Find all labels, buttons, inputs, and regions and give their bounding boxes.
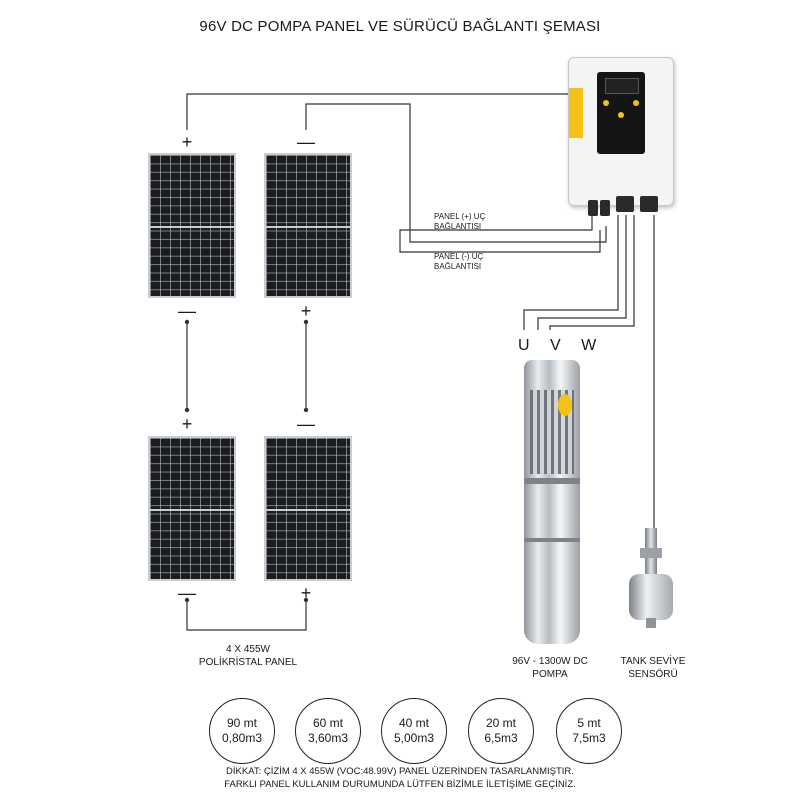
panel-caption-line1: 4 X 455W <box>226 644 270 655</box>
diagram-title: 96V DC POMPA PANEL VE SÜRÜCÜ BAĞLANTI ŞE… <box>199 18 601 35</box>
controller-button-icon <box>633 100 639 106</box>
performance-circle-5: 5 mt 7,5m3 <box>556 698 622 764</box>
warning-note-line2: FARKLI PANEL KULLANIM DURUMUNDA LÜTFEN B… <box>224 779 576 790</box>
sensor-caption-line1: TANK SEVİYE <box>620 656 686 667</box>
pump-band <box>524 478 580 484</box>
panel-caption-line2: POLİKRİSTAL PANEL <box>198 657 298 668</box>
cable-gland-icon <box>588 200 598 216</box>
solar-panel-4 <box>264 436 352 581</box>
float-sensor-icon <box>629 574 673 620</box>
panel-1-bottom-terminal: — <box>178 301 196 321</box>
solar-panel-3 <box>148 436 236 581</box>
controller-accent-stripe <box>569 88 583 138</box>
sensor-caption-line2: SENSÖRÜ <box>628 669 678 680</box>
pump-band <box>524 538 580 542</box>
wire-motor-v <box>537 215 627 330</box>
performance-circle-60: 60 mt 3,60m3 <box>295 698 361 764</box>
head-value: 90 mt <box>226 716 257 730</box>
pump-controller <box>568 57 674 206</box>
wire-panel-plus <box>186 93 601 253</box>
controller-panel <box>597 72 645 154</box>
panel-1-top-terminal: + <box>181 132 193 152</box>
head-value: 5 mt <box>577 716 601 730</box>
sensor-tip <box>646 618 656 628</box>
panel-plus-label-line2: BAĞLANTISI <box>434 222 482 231</box>
pump-caption-line1: 96V - 1300W DC <box>512 656 588 667</box>
pump-caption-line2: POMPA <box>532 669 568 680</box>
head-value: 20 mt <box>485 716 516 730</box>
wire-motor-w <box>549 215 635 330</box>
controller-button-icon <box>603 100 609 106</box>
panel-minus-label: PANEL (-) UÇ BAĞLANTISI <box>434 252 483 272</box>
warning-note: DİKKAT: ÇİZİM 4 X 455W (VOC:48.99V) PANE… <box>0 765 800 791</box>
sensor-caption: TANK SEVİYE SENSÖRÜ <box>608 655 698 681</box>
motor-phase-labels: U V W <box>518 337 605 354</box>
wire-motor-u <box>523 215 619 330</box>
flow-value: 6,5m3 <box>484 731 518 745</box>
flow-value: 5,00m3 <box>393 731 435 745</box>
wire-panel-minus <box>305 103 607 243</box>
cable-gland-icon <box>616 196 634 212</box>
performance-circle-90: 90 mt 0,80m3 <box>209 698 275 764</box>
panel-caption: 4 X 455W POLİKRİSTAL PANEL <box>178 643 318 669</box>
panel-minus-label-line2: BAĞLANTISI <box>434 262 482 271</box>
panel-2-bottom-terminal: + <box>300 301 312 321</box>
solar-panel-2 <box>264 153 352 298</box>
pump-caption: 96V - 1300W DC POMPA <box>490 655 610 681</box>
performance-circle-20: 20 mt 6,5m3 <box>468 698 534 764</box>
head-value: 60 mt <box>312 716 343 730</box>
head-value: 40 mt <box>398 716 429 730</box>
panel-3-bottom-terminal: — <box>178 583 196 603</box>
panel-minus-label-line1: PANEL (-) UÇ <box>434 252 484 261</box>
flow-value: 3,60m3 <box>307 731 349 745</box>
cable-gland-icon <box>640 196 658 212</box>
panel-plus-label: PANEL (+) UÇ BAĞLANTISI <box>434 212 485 232</box>
panel-2-top-terminal: — <box>297 132 315 152</box>
panel-plus-label-line1: PANEL (+) UÇ <box>434 212 486 221</box>
solar-panel-1 <box>148 153 236 298</box>
performance-circle-40: 40 mt 5,00m3 <box>381 698 447 764</box>
cable-gland-icon <box>600 200 610 216</box>
flow-value: 0,80m3 <box>221 731 263 745</box>
panel-4-bottom-terminal: + <box>300 583 312 603</box>
wire-bottom-link <box>186 600 307 631</box>
controller-button-icon <box>618 112 624 118</box>
submersible-pump <box>524 360 580 644</box>
warning-note-line1: DİKKAT: ÇİZİM 4 X 455W (VOC:48.99V) PANE… <box>226 766 574 777</box>
panel-3-top-terminal: + <box>181 414 193 434</box>
panel-4-top-terminal: — <box>297 414 315 434</box>
sensor-nut <box>640 548 662 558</box>
pump-logo-icon <box>558 394 572 416</box>
flow-value: 7,5m3 <box>572 731 606 745</box>
controller-display <box>605 78 639 94</box>
